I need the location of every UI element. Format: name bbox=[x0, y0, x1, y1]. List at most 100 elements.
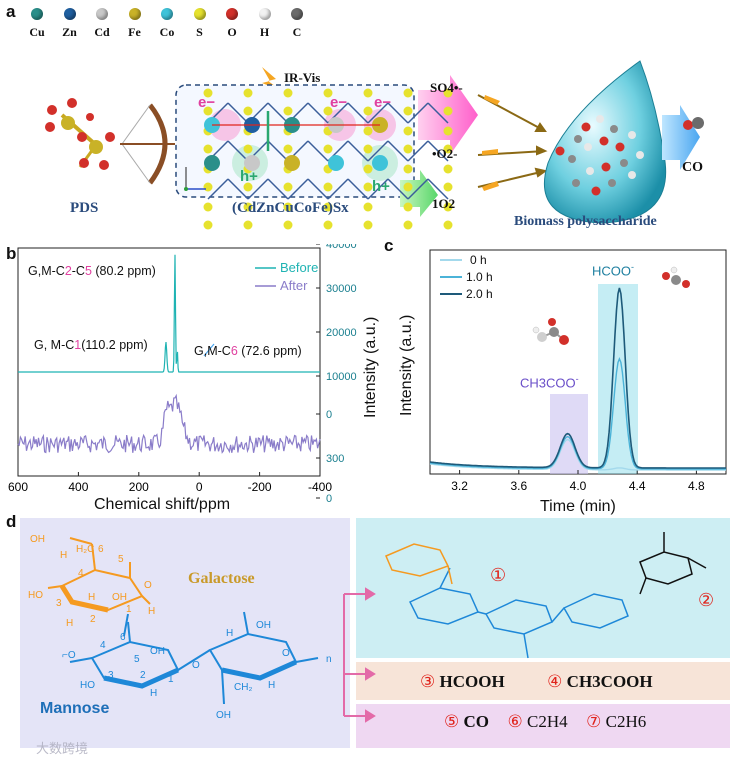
bow-icon bbox=[120, 103, 175, 185]
svg-text:H: H bbox=[88, 592, 95, 603]
galactose-fragment bbox=[385, 543, 453, 585]
sulfur-atom bbox=[323, 88, 333, 98]
sulfur-atom bbox=[443, 106, 453, 116]
panel-a-letter: a bbox=[6, 2, 16, 21]
bond-line bbox=[427, 102, 449, 124]
panel-d-letter: d bbox=[6, 512, 17, 531]
sulfur-atom bbox=[443, 126, 453, 136]
right-tick-label: 0 bbox=[326, 409, 332, 421]
chromatogram-xlabel: Time (min) bbox=[540, 498, 616, 515]
annotation-c6: G,M-C6 (72.6 ppm) bbox=[194, 344, 302, 358]
sulfur-atom bbox=[403, 126, 413, 136]
svg-text:OH: OH bbox=[30, 534, 45, 545]
x-tick-label: 3.6 bbox=[510, 479, 527, 493]
x-tick-label: 3.2 bbox=[451, 479, 468, 493]
molecule-atom bbox=[615, 142, 625, 152]
bond-line bbox=[407, 140, 429, 162]
bond-line bbox=[427, 178, 449, 200]
svg-text:OH: OH bbox=[256, 620, 271, 631]
metal-atom bbox=[328, 155, 344, 171]
sulfur-atom bbox=[443, 164, 453, 174]
bond-line bbox=[367, 178, 389, 200]
legend-cd: Cd bbox=[87, 8, 117, 40]
atom-ball-icon bbox=[226, 8, 238, 20]
molecule-atom bbox=[599, 136, 609, 146]
molecule-atom bbox=[610, 125, 618, 133]
x-tick-label: -200 bbox=[248, 480, 272, 494]
right-tick-label: 20000 bbox=[326, 327, 357, 339]
sulfur-atom bbox=[443, 144, 453, 154]
svg-text:H: H bbox=[60, 550, 67, 561]
bond-line bbox=[267, 102, 289, 124]
ch3coo-label: CH3COO- bbox=[520, 374, 579, 391]
right-tick-label: 0 bbox=[326, 493, 332, 505]
sulfur-atom bbox=[323, 144, 333, 154]
crystal-lattice: e−e−e−h+h+ bbox=[198, 88, 453, 230]
svg-text:HO: HO bbox=[80, 680, 95, 691]
metal-atom bbox=[284, 155, 300, 171]
molecule-atom bbox=[636, 151, 644, 159]
svg-text:OH: OH bbox=[150, 646, 165, 657]
sulfur-atom bbox=[443, 202, 453, 212]
connector-arrows bbox=[343, 587, 376, 723]
svg-text:5: 5 bbox=[134, 654, 140, 665]
species-singlet-oxygen: 1O2 bbox=[432, 196, 456, 211]
hole-label: h+ bbox=[240, 168, 258, 185]
atom-ball-icon bbox=[63, 8, 76, 20]
svg-text:4: 4 bbox=[78, 568, 84, 579]
legend-after: After bbox=[280, 278, 308, 293]
svg-text:H: H bbox=[148, 606, 155, 617]
sulfur-atom bbox=[243, 220, 253, 230]
molecule-atom bbox=[620, 159, 628, 167]
intermediate-structure bbox=[408, 567, 629, 659]
svg-text:H₂C: H₂C bbox=[76, 544, 94, 555]
svg-text:H: H bbox=[66, 618, 73, 629]
sulfur-atom bbox=[203, 202, 213, 212]
right-tick-label: 30000 bbox=[326, 283, 357, 295]
atom-ball-icon bbox=[258, 8, 271, 20]
molecule-atom bbox=[608, 179, 616, 187]
bond-line bbox=[307, 140, 329, 162]
svg-text:4: 4 bbox=[100, 640, 106, 651]
sulfur-atom bbox=[243, 106, 253, 116]
molecule-atom bbox=[584, 143, 592, 151]
sulfur-atom bbox=[403, 106, 413, 116]
mannose-label: Mannose bbox=[40, 700, 110, 717]
sulfur-atom bbox=[443, 182, 453, 192]
sulfur-atom bbox=[363, 88, 373, 98]
bond-line bbox=[267, 140, 289, 162]
legend-o: O bbox=[217, 8, 247, 40]
bond-line bbox=[347, 102, 369, 124]
panel-a-scheme: e−e−e−h+h+ bbox=[45, 60, 704, 230]
bond-line bbox=[347, 140, 369, 162]
hole-label: h+ bbox=[372, 178, 390, 195]
molecule-atom bbox=[628, 131, 636, 139]
sulfur-atom bbox=[243, 144, 253, 154]
catalyst-label: (CdZnCuCoFe)Sx bbox=[232, 200, 349, 216]
svg-text:3: 3 bbox=[56, 598, 62, 609]
atom-ball-icon bbox=[291, 8, 303, 20]
sulfur-atom bbox=[363, 144, 373, 154]
annotation-c1: G, M-C1(110.2 ppm) bbox=[34, 338, 148, 352]
sulfur-atom bbox=[203, 88, 213, 98]
svg-text:3: 3 bbox=[108, 670, 114, 681]
molecule-atom bbox=[574, 135, 582, 143]
x-tick-label: 4.8 bbox=[688, 479, 705, 493]
galactose-ring bbox=[47, 537, 151, 613]
sulfur-atom bbox=[283, 106, 293, 116]
molecule-atom bbox=[591, 186, 601, 196]
acids-row: ③ HCOOH ④ CH3COOH bbox=[420, 672, 653, 692]
legend-0h: 0 h bbox=[470, 253, 487, 267]
bond-line bbox=[227, 102, 249, 124]
svg-text:O: O bbox=[144, 580, 152, 591]
svg-text:OH: OH bbox=[216, 710, 231, 721]
species-sulfate: SO4•- bbox=[430, 80, 463, 95]
product-co-label: CO bbox=[682, 160, 703, 175]
legend-label: Cd bbox=[94, 25, 110, 39]
x-tick-label: 4.0 bbox=[570, 479, 587, 493]
x-tick-label: 0 bbox=[196, 480, 203, 494]
sulfur-atom bbox=[283, 88, 293, 98]
series-0h-line bbox=[429, 438, 726, 471]
